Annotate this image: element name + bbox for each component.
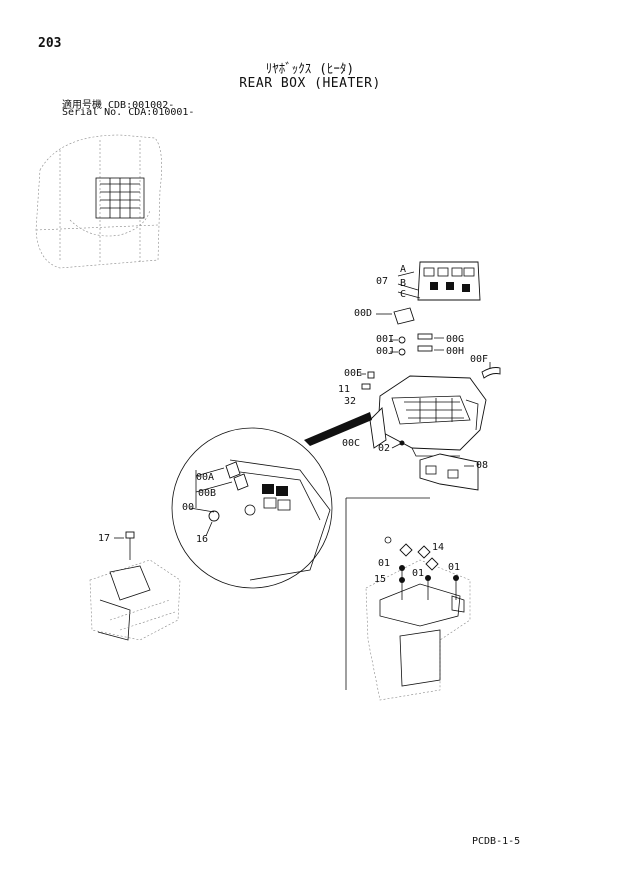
small-parts-cluster — [360, 307, 501, 390]
lower-left-assembly-sketch — [89, 559, 181, 641]
part-00F-bracket — [481, 367, 501, 379]
page-title: REAR BOX (HEATER) — [239, 76, 381, 91]
callout-01-middle: 01 — [412, 568, 424, 579]
callout-00G: 00G — [446, 334, 464, 345]
lower-frame-assembly — [365, 536, 471, 701]
serial-number-line: Serial No. CDA:010001- — [62, 107, 195, 118]
callout-B: B — [400, 278, 406, 289]
callout-00D: 00D — [354, 308, 372, 319]
component-17 — [114, 531, 135, 560]
page-number: 203 — [38, 36, 62, 51]
callout-02: 02 — [378, 443, 390, 454]
callout-00I: 00I — [376, 334, 394, 345]
callout-00E: 00E — [344, 368, 362, 379]
callout-17: 17 — [98, 533, 110, 544]
bracket-08 — [419, 453, 479, 491]
callout-01-right: 01 — [448, 562, 460, 573]
page-title-japanese: ﾘﾔﾎﾞｯｸｽ (ﾋｰﾀ) — [265, 62, 355, 77]
applicable-serial-line: 適用号機 CDB:001002- — [62, 100, 175, 111]
callout-00J: 00J — [376, 346, 394, 357]
cab-overview-sketch — [35, 134, 162, 269]
callout-11: 11 — [338, 384, 350, 395]
callout-16: 16 — [196, 534, 208, 545]
callout-14: 14 — [432, 542, 444, 553]
callout-08: 08 — [476, 460, 488, 471]
rear-box-housing — [369, 375, 487, 457]
part-00D-plate — [393, 307, 415, 325]
callout-C: C — [400, 289, 406, 300]
callout-07: 07 — [376, 276, 388, 287]
control-panel-07 — [397, 261, 481, 301]
callout-A: A — [400, 264, 406, 275]
callout-01-left: 01 — [378, 558, 390, 569]
detail-circle — [171, 427, 333, 589]
callout-00C: 00C — [342, 438, 360, 449]
footer-code: PCDB-1-5 — [472, 836, 521, 847]
callout-00: 00 — [182, 502, 194, 513]
callout-00B: 00B — [198, 488, 216, 499]
callout-32: 32 — [344, 396, 356, 407]
callout-15: 15 — [374, 574, 386, 585]
callout-00F: 00F — [470, 354, 488, 365]
detail-pointer — [304, 412, 372, 446]
callout-00A: 00A — [196, 472, 214, 483]
callout-00H: 00H — [446, 346, 464, 357]
